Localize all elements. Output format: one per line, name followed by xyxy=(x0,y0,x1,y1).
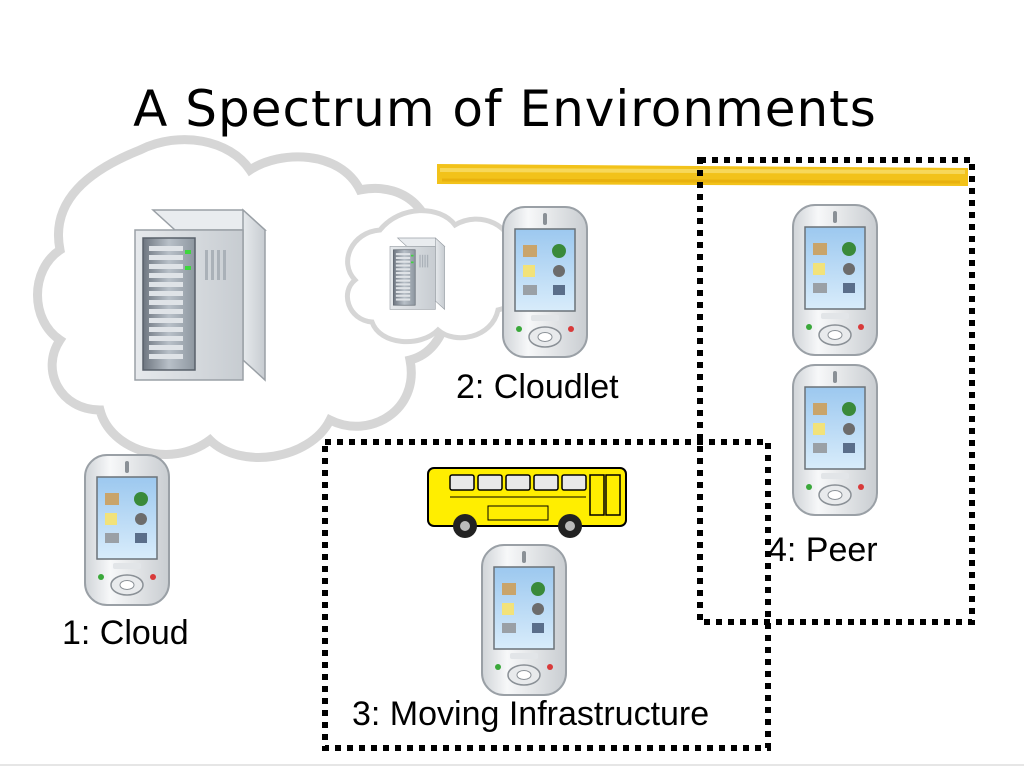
cloud-phone-icon xyxy=(84,454,170,606)
moving-phone-icon xyxy=(481,544,567,696)
moving-infrastructure-label: 3: Moving Infrastructure xyxy=(352,695,710,733)
cloudlet-phone-icon xyxy=(502,206,588,358)
peer-phone-bottom-icon xyxy=(792,364,878,516)
peer-box xyxy=(697,157,975,625)
server-icon xyxy=(134,209,266,381)
cloudlet-server-icon xyxy=(389,237,445,310)
peer-label: 4: Peer xyxy=(768,531,878,569)
cloudlet-label: 2: Cloudlet xyxy=(456,368,619,406)
bus-icon xyxy=(427,467,627,538)
cloud-label: 1: Cloud xyxy=(62,614,189,652)
peer-phone-top-icon xyxy=(792,204,878,356)
moving-infrastructure-box xyxy=(322,439,771,751)
slide-title: A Spectrum of Environments xyxy=(133,80,877,138)
